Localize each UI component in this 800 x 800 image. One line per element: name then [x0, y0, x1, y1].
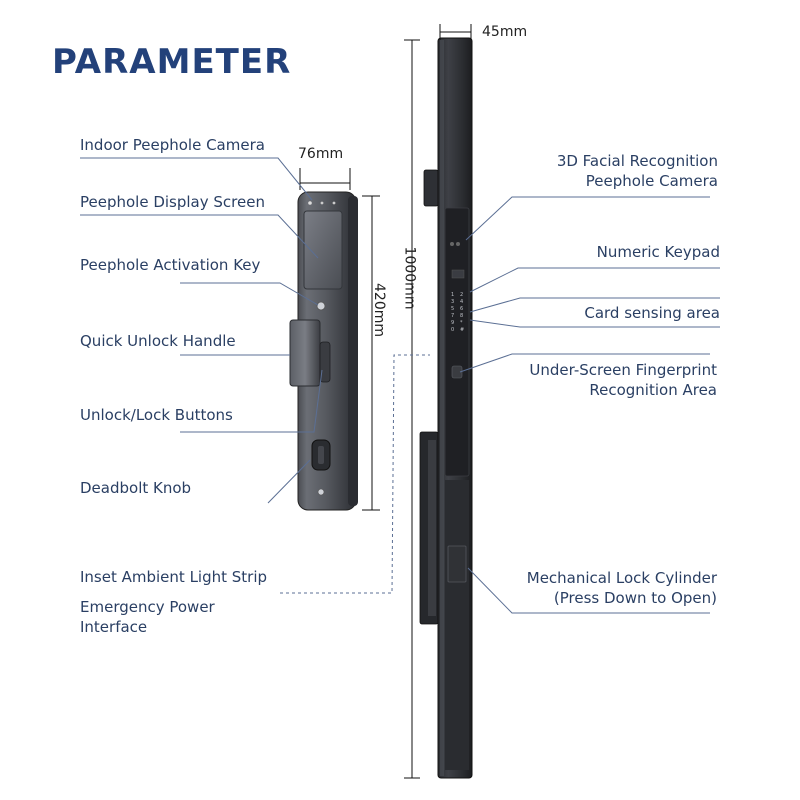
fingerprint-area — [451, 365, 463, 379]
label-unlock-lock-buttons: Unlock/Lock Buttons — [80, 406, 233, 424]
keypad-digit: 5 — [451, 306, 454, 312]
label-fingerprint-1: Under-Screen Fingerprint — [529, 361, 717, 379]
label-fingerprint-2: Recognition Area — [589, 381, 717, 399]
right-leaders — [459, 196, 720, 614]
label-facial-recognition-1: 3D Facial Recognition — [556, 152, 718, 170]
keypad-digit: 8 — [460, 313, 463, 319]
facial-camera-icon — [450, 242, 454, 246]
label-display-screen: Peephole Display Screen — [80, 193, 265, 211]
label-emergency-power-2: Interface — [80, 618, 148, 636]
keypad-digit: # — [460, 327, 464, 333]
dimension-lines — [299, 24, 472, 779]
label-ambient-light-strip: Inset Ambient Light Strip — [80, 568, 268, 586]
label-numeric-keypad: Numeric Keypad — [596, 243, 720, 261]
peephole-display-screen — [303, 210, 343, 290]
lock-cylinder — [447, 545, 467, 583]
dim-side-width: 45mm — [482, 24, 528, 40]
dim-front-width: 76mm — [298, 146, 344, 162]
keypad-digit: * — [460, 320, 463, 326]
label-emergency-power-1: Emergency Power — [80, 598, 215, 616]
keypad-digit: 3 — [451, 299, 454, 305]
dim-side-height: 1000mm — [401, 246, 418, 310]
emergency-port-icon — [317, 488, 325, 496]
label-indoor-camera: Indoor Peephole Camera — [80, 136, 265, 154]
unlock-lock-buttons — [319, 341, 331, 383]
label-deadbolt-knob: Deadbolt Knob — [80, 479, 192, 497]
keypad-digit: 6 — [460, 306, 463, 312]
indoor-camera-icon — [308, 201, 312, 205]
label-lock-cylinder-1: Mechanical Lock Cylinder — [526, 569, 717, 587]
keypad-digit: 2 — [460, 292, 463, 298]
quick-unlock-handle — [289, 319, 321, 387]
label-card-sensing: Card sensing area — [584, 304, 720, 322]
keypad-digit: 7 — [451, 313, 454, 319]
side-lock — [419, 37, 473, 779]
label-facial-recognition-2: Peephole Camera — [585, 172, 718, 190]
label-lock-cylinder-2: (Press Down to Open) — [553, 589, 717, 607]
page-title: PARAMETER — [52, 42, 292, 82]
label-quick-unlock-handle: Quick Unlock Handle — [80, 332, 236, 350]
keypad-digit: 1 — [451, 292, 454, 298]
left-leaders — [80, 157, 430, 594]
card-area-icon — [451, 269, 465, 279]
front-lock — [289, 191, 358, 511]
label-activation-key: Peephole Activation Key — [80, 256, 261, 274]
dim-front-height: 420mm — [371, 283, 387, 337]
keypad-digit: 0 — [451, 327, 454, 333]
front-lock-backplate — [348, 196, 358, 506]
activation-key-icon — [316, 301, 326, 311]
keypad-digit: 9 — [451, 320, 454, 326]
keypad-digit: 4 — [460, 299, 463, 305]
